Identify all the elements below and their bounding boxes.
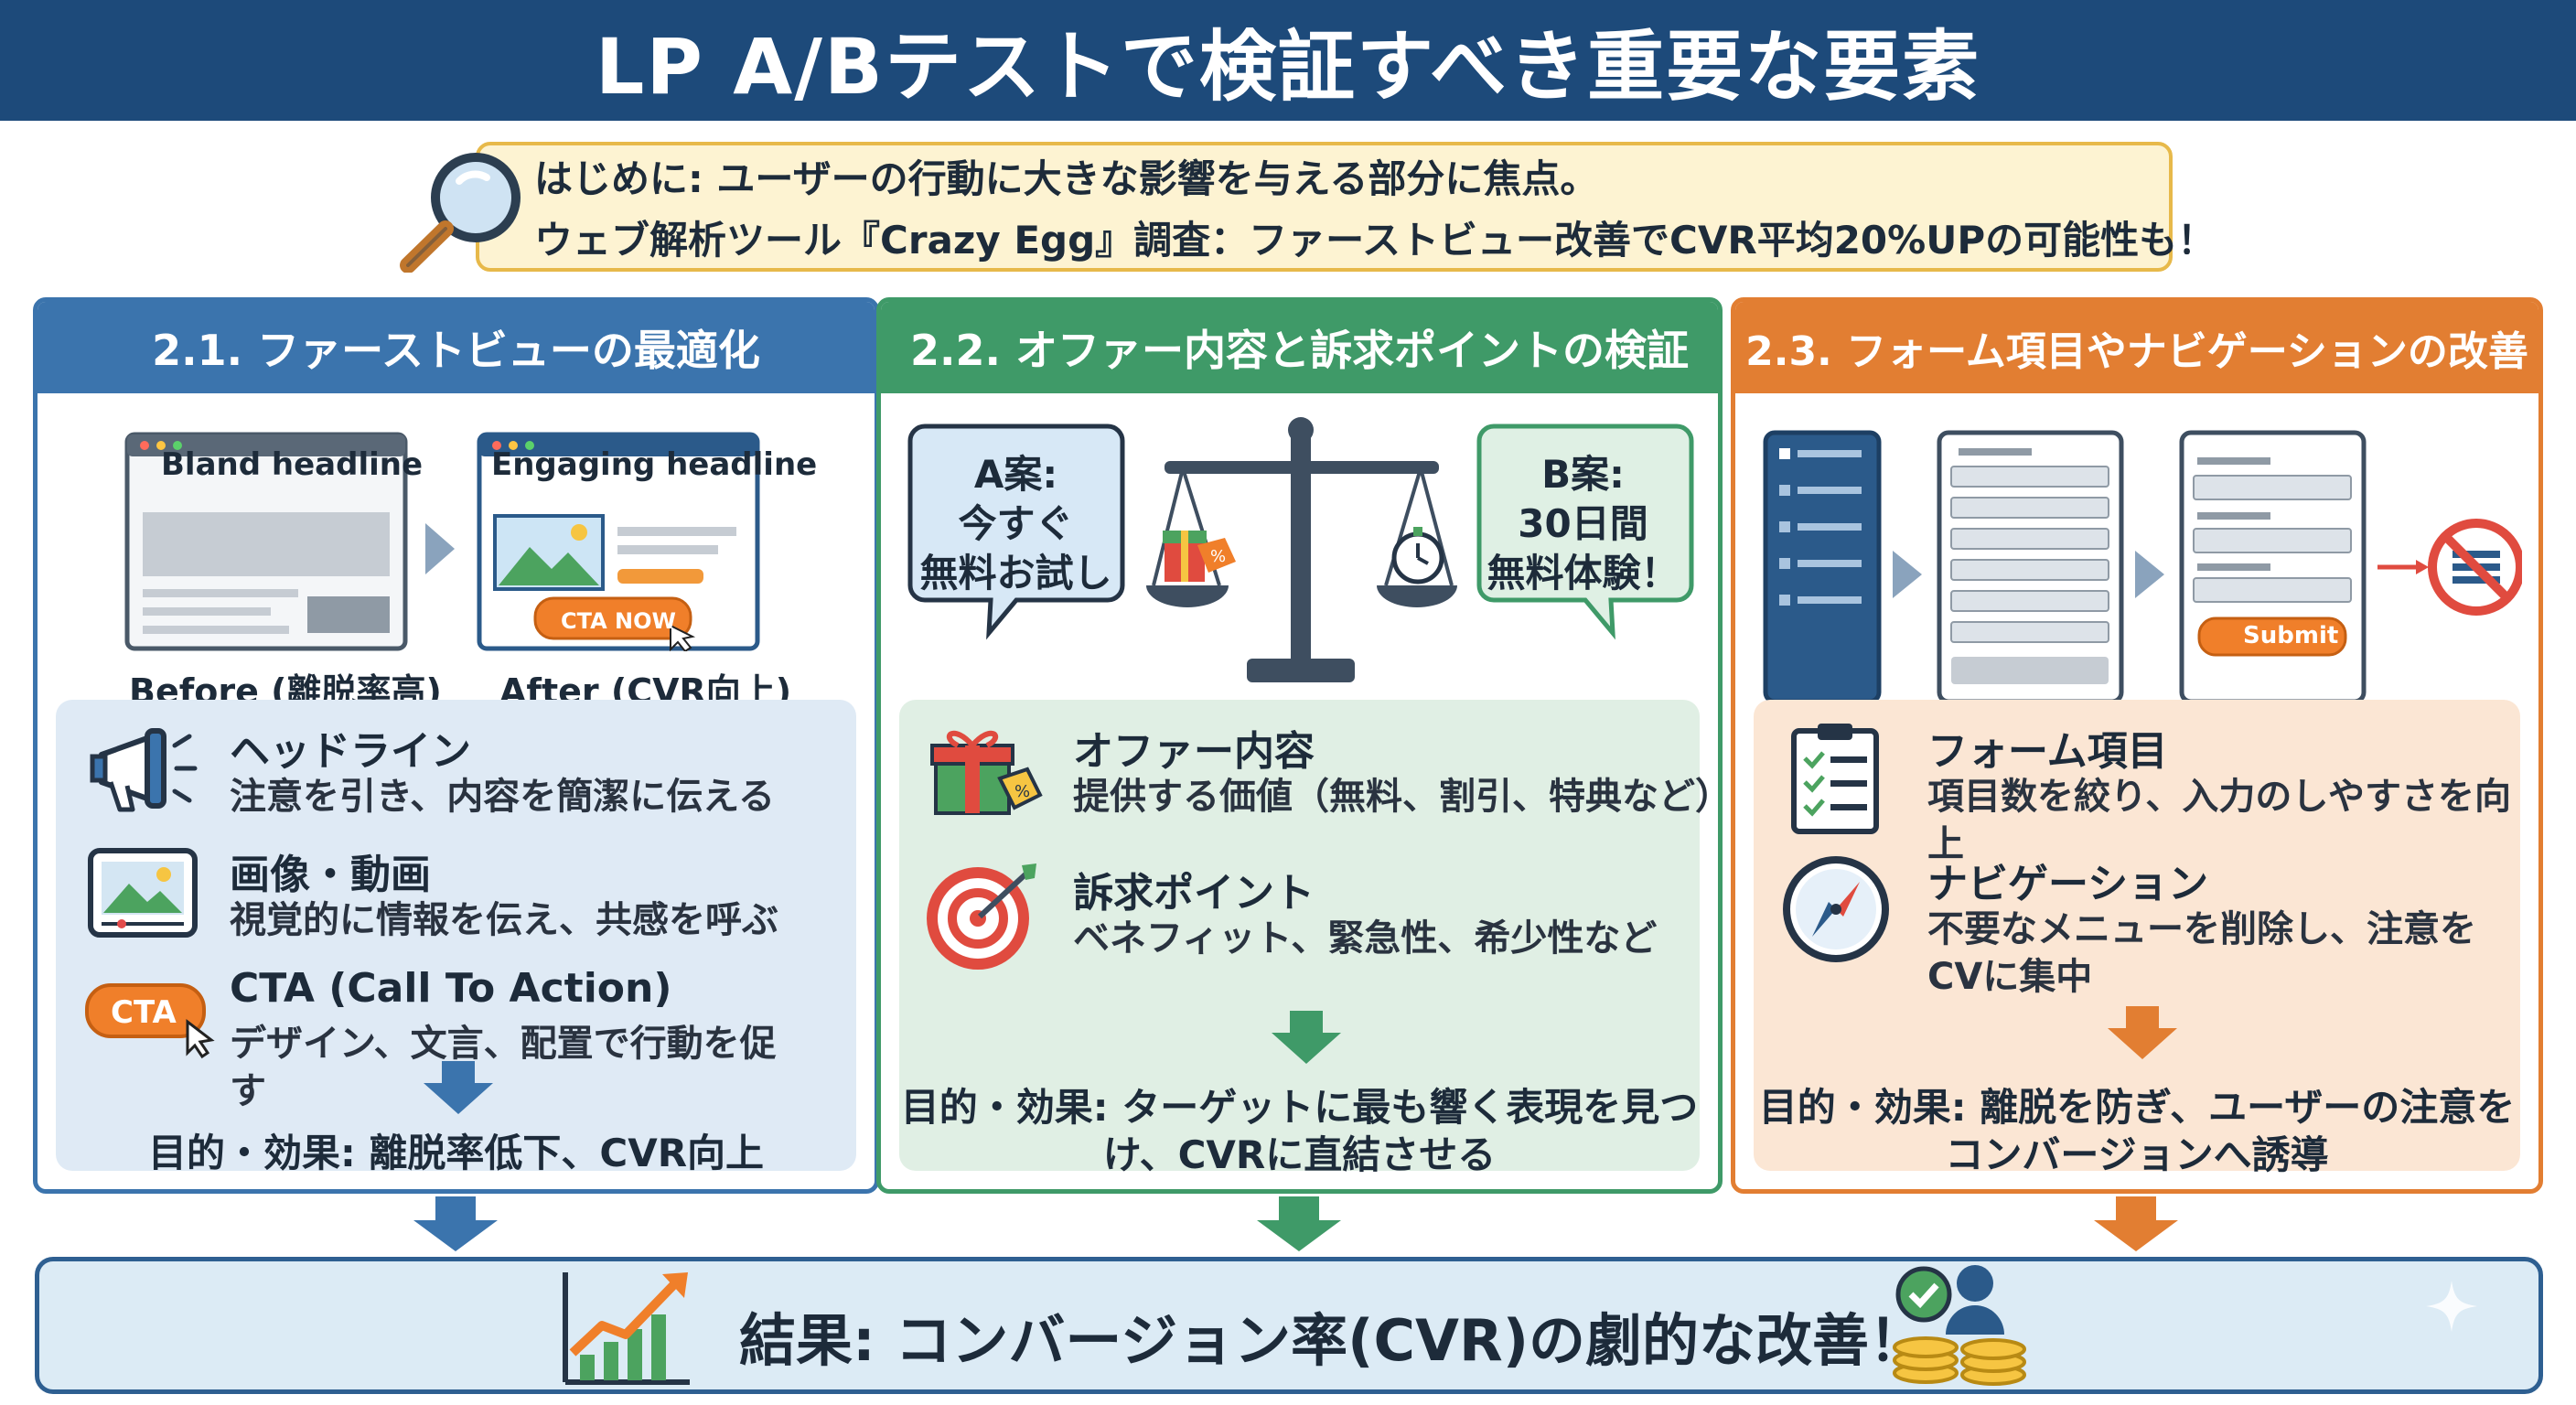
- image-icon: [88, 848, 198, 938]
- key-points-area: ヘッドライン 注意を引き、内容を簡潔に伝える 画像・動画 視覚的に情報を伝え、共…: [56, 700, 856, 1175]
- panel-heading: 2.1. ファーストビューの最適化: [38, 302, 875, 393]
- compass-icon: [1783, 856, 1889, 962]
- intro-line-2: ウェブ解析ツール『Crazy Egg』調査：ファーストビュー改善でCVR平均20…: [534, 218, 2216, 263]
- cta-icon-label: CTA: [111, 994, 177, 1031]
- arrow-down-icon: [413, 1196, 498, 1251]
- item-desc: 提供する価値（無料、割引、特典など）: [1073, 776, 1723, 818]
- item-desc: 視覚的に情報を伝え、共感を呼ぶ: [230, 899, 778, 941]
- result-text: 結果: コンバージョン率(CVR)の劇的な改善！: [739, 1307, 1927, 1374]
- long-form-mockup: [1937, 430, 2124, 704]
- panel-first-view: 2.1. ファーストビューの最適化 Bland headline CTA Bef…: [33, 297, 879, 1194]
- list-item-image-video: 画像・動画 視覚的に情報を伝え、共感を呼ぶ: [83, 842, 838, 960]
- arrow-down-icon: [1257, 1196, 1341, 1251]
- key-points-area: % オファー内容 提供する価値（無料、割引、特典など） 訴求ポイント ベネフィッ…: [899, 700, 1718, 1177]
- arrow-down-icon: [1272, 1011, 1341, 1064]
- speech-bubble-b: [1476, 424, 1694, 640]
- panel-offer-appeal: 2.2. オファー内容と訴求ポイントの検証 A案: 今すぐ 無料お試し %: [876, 297, 1723, 1194]
- chevron-right-icon: [425, 523, 455, 574]
- list-item-cta: CTA CTA (Call To Action) デザイン、文言、配置で行動を促…: [83, 965, 838, 1112]
- speech-bubble-a: [907, 424, 1125, 640]
- bubble-b-line-3: 無料体験！: [1487, 551, 1680, 595]
- item-desc: ベネフィット、緊急性、希少性など: [1073, 917, 1658, 960]
- list-item-appeal: 訴求ポイント ベネフィット、緊急性、希少性など: [927, 860, 1681, 979]
- panel-heading: 2.2. オファー内容と訴求ポイントの検証: [881, 302, 1718, 393]
- page-title: LP A/Bテストで検証すべき重要な要素: [595, 21, 1981, 112]
- checklist-icon: [1791, 724, 1879, 834]
- after-browser-mockup: [477, 432, 760, 651]
- intro-line-1: はじめに: ユーザーの行動に大きな影響を与える部分に焦点。: [534, 156, 1599, 201]
- before-headline: Bland headline: [161, 446, 424, 483]
- intro-box: はじめに: ユーザーの行動に大きな影響を与える部分に焦点。 ウェブ解析ツール『C…: [476, 142, 2216, 272]
- arrow-down-icon: [2108, 1006, 2177, 1059]
- scale-illustration: A案: 今すぐ 無料お試し % B: [881, 393, 1718, 979]
- item-desc: 不要なメニューを削除し、注意をCVに集中: [1927, 908, 2476, 998]
- submit-button-label: Submit: [2243, 622, 2339, 649]
- balance-scale-icon: %: [1146, 417, 1457, 682]
- panel-heading: 2.3. フォーム項目やナビゲーションの改善: [1735, 302, 2538, 393]
- chevron-right-icon: [1893, 551, 1922, 598]
- gift-icon: %: [930, 730, 1043, 815]
- chevron-right-icon: [2135, 551, 2164, 598]
- navigation-menu-mockup: [1763, 430, 1882, 704]
- purpose-text: 目的・効果: 離脱率低下、CVR向上: [147, 1131, 765, 1175]
- before-cta: CTA: [323, 657, 370, 682]
- bubble-a-line-2: 今すぐ: [958, 501, 1074, 546]
- short-form-mockup: [2179, 430, 2367, 704]
- before-browser-mockup: [124, 432, 408, 651]
- item-desc: 項目数を絞り、入力のしやすさを向上: [1927, 776, 2511, 865]
- purpose-line-2: コンバージョンへ誘導: [1945, 1132, 2329, 1177]
- item-desc: デザイン、文言、配置で行動を促す: [230, 1023, 777, 1112]
- item-title: ヘッドライン: [230, 728, 471, 775]
- svg-text:%: %: [1014, 782, 1030, 801]
- cta-button-icon: [85, 983, 215, 1059]
- item-title: ナビゲーション: [1927, 861, 2209, 907]
- purpose-line-2: け、CVRに直結させる: [1102, 1132, 1497, 1177]
- item-title: フォーム項目: [1927, 728, 2168, 775]
- form-simplification-illustration: Submit: [1735, 393, 2538, 979]
- item-desc: 注意を引き、内容を簡潔に伝える: [230, 776, 775, 818]
- arrow-down-icon: [2094, 1196, 2178, 1251]
- after-cta: CTA NOW: [561, 608, 677, 634]
- list-item-headline: ヘッドライン 注意を引き、内容を簡潔に伝える: [83, 718, 838, 837]
- bubble-b-line-2: 30日間: [1518, 501, 1648, 546]
- purpose-line-1: 目的・効果: ターゲットに最も響く表現を見つ: [900, 1085, 1699, 1130]
- arrow-down-icon: [424, 1061, 493, 1114]
- item-title: 訴求ポイント: [1073, 870, 1315, 917]
- panel-form-navigation: 2.3. フォーム項目やナビゲーションの改善: [1731, 297, 2543, 1194]
- target-icon: [927, 863, 1036, 970]
- purpose-line-1: 目的・効果: 離脱を防ぎ、ユーザーの注意を: [1758, 1085, 2516, 1130]
- magnifier-icon: [400, 153, 521, 273]
- no-menu-icon: [2377, 519, 2522, 616]
- item-title: CTA (Call To Action): [230, 965, 672, 1012]
- bubble-a-line-1: A案:: [973, 452, 1058, 497]
- result-banner: 結果: コンバージョン率(CVR)の劇的な改善！: [35, 1257, 2543, 1394]
- megaphone-icon: [90, 728, 198, 812]
- before-after-illustration: Bland headline CTA Before (離脱率高) Engagin…: [38, 393, 875, 979]
- list-item-offer: % オファー内容 提供する価値（無料、割引、特典など）: [927, 718, 1718, 837]
- after-headline: Engaging headline: [491, 446, 818, 483]
- bubble-b-line-1: B案:: [1541, 452, 1625, 497]
- svg-text:%: %: [1210, 547, 1226, 566]
- item-title: オファー内容: [1073, 728, 1315, 775]
- title-bar: LP A/Bテストで検証すべき重要な要素: [0, 0, 2576, 121]
- sparkle-icon: [2426, 1281, 2477, 1332]
- list-item-form-fields: フォーム項目 項目数を絞り、入力のしやすさを向上: [1781, 718, 2511, 865]
- list-item-navigation: ナビゲーション 不要なメニューを削除し、注意をCVに集中: [1781, 851, 2502, 1006]
- key-points-area: フォーム項目 項目数を絞り、入力のしやすさを向上 ナビゲーション 不要なメニュー…: [1754, 700, 2520, 1177]
- coins-check-icon: [1893, 1265, 2026, 1386]
- growth-chart-icon: [563, 1272, 690, 1385]
- item-title: 画像・動画: [230, 852, 431, 898]
- bubble-a-line-3: 無料お試し: [919, 551, 1112, 595]
